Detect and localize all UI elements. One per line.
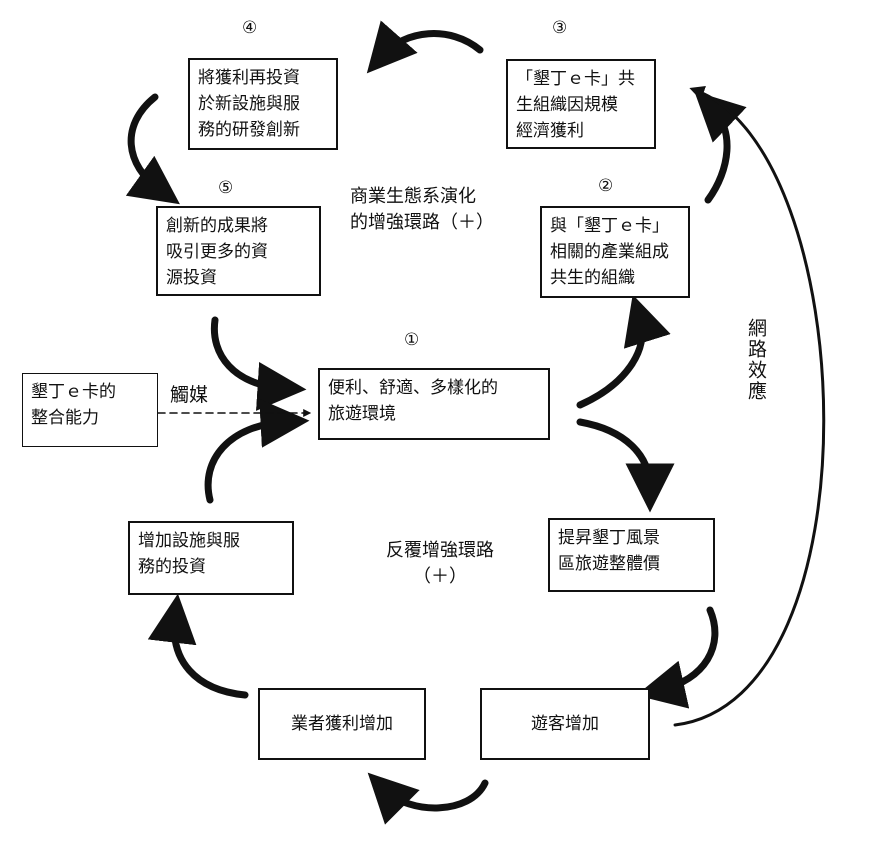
step-number-3: ③ — [552, 18, 568, 38]
box-profit-increase: 業者獲利增加 — [258, 688, 426, 760]
arrow-network-effect — [673, 86, 826, 727]
arrow-4-to-5 — [125, 93, 180, 205]
arrow-5-to-1 — [210, 316, 307, 411]
box-innovation-results: 創新的成果將 吸引更多的資 源投資 — [156, 206, 321, 296]
step-number-5: ⑤ — [218, 178, 234, 198]
step-number-2: ② — [598, 176, 614, 196]
box-integration-capability: 墾丁ｅ卡的 整合能力 — [22, 373, 158, 447]
catalyst-label: 觸媒 — [170, 384, 209, 406]
box-visitors-increase: 遊客增加 — [480, 688, 650, 760]
box-scale-economy-profit: 「墾丁ｅ卡」共 生組織因規模 經濟獲利 — [506, 59, 656, 149]
arrow-1-to-value — [576, 418, 675, 513]
network-effect-label: 網路效應 — [745, 318, 767, 402]
arrow-2-to-3 — [694, 91, 747, 204]
box-reinvest-innovation: 將獲利再投資 於新設施與服 務的研發創新 — [188, 58, 338, 150]
step-number-1: ① — [404, 330, 420, 350]
step-number-4: ④ — [242, 18, 258, 38]
box-symbiotic-organization: 與「墾丁ｅ卡」 相關的產業組成 共生的組織 — [540, 206, 690, 298]
arrow-value-to-visitors — [636, 606, 719, 709]
arrow-visitors-to-profit — [367, 772, 489, 825]
lower-loop-label: 反覆增強環路 （＋） — [386, 540, 494, 587]
box-facility-investment: 增加設施與服 務的投資 — [128, 521, 294, 595]
arrow-invest-to-1 — [204, 398, 310, 504]
arrow-1-to-2 — [576, 294, 671, 409]
box-travel-environment: 便利、舒適、多樣化的 旅遊環境 — [318, 368, 550, 440]
box-overall-value: 提昇墾丁風景 區旅遊整體價 — [548, 518, 715, 592]
arrow-profit-to-invest — [147, 593, 249, 699]
arrow-3-to-4 — [366, 20, 484, 74]
upper-loop-label: 商業生態系演化 的增強環路（＋） — [350, 186, 494, 233]
